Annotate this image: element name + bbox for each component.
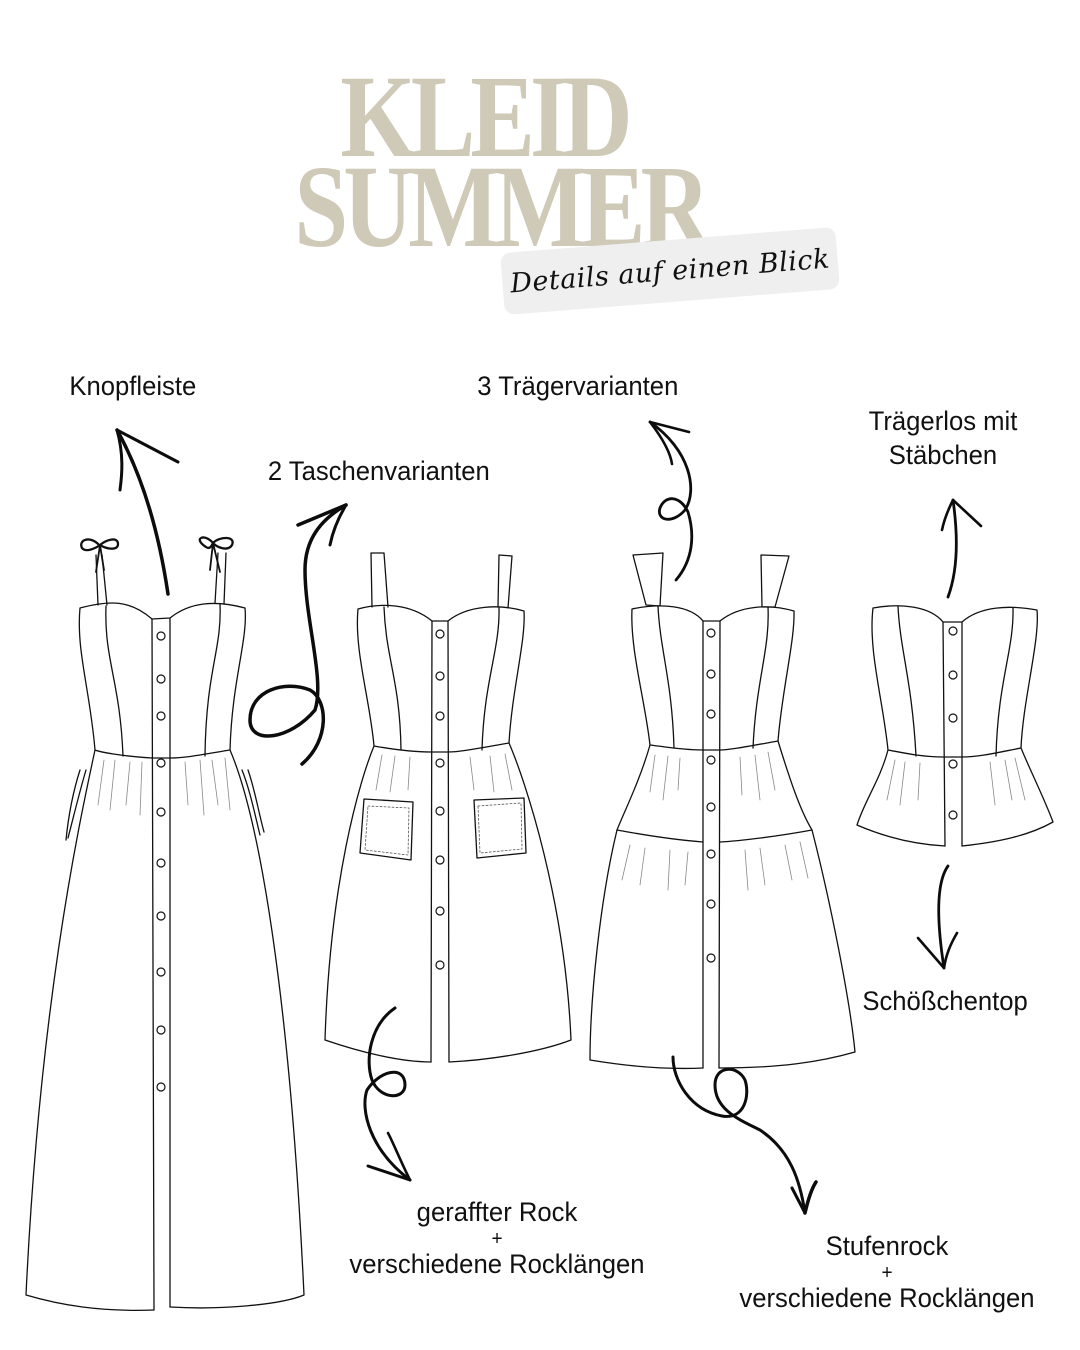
label-geraffter-plus: + bbox=[491, 1227, 503, 1250]
arrow-traegervarianten-icon bbox=[648, 420, 694, 582]
label-traegerlos-line1: Trägerlos mit bbox=[868, 406, 1018, 436]
arrow-stufenrock-icon bbox=[671, 1055, 818, 1215]
arrow-taschenvarianten-icon bbox=[248, 503, 348, 766]
peplum-top-illustration bbox=[856, 605, 1054, 847]
label-stufenrock-plus: + bbox=[881, 1261, 893, 1284]
label-stufenrock-line1: Stufenrock bbox=[825, 1231, 949, 1261]
label-traegerlos: Trägerlos mit Stäbchen bbox=[853, 405, 1034, 473]
label-geraffter-line2: verschiedene Rocklängen bbox=[349, 1248, 645, 1279]
label-traegerlos-line2: Stäbchen bbox=[888, 439, 998, 470]
pocket-dress-illustration bbox=[324, 552, 572, 1063]
label-schoesschentop: Schößchentop bbox=[862, 986, 1028, 1016]
label-knopfleiste: Knopfleiste bbox=[69, 371, 197, 401]
maxi-dress-illustration bbox=[25, 536, 305, 1311]
arrow-schoesschentop-icon bbox=[916, 864, 959, 970]
label-taschenvarianten: 2 Taschenvarianten bbox=[267, 456, 490, 486]
arrow-geraffter-rock-icon bbox=[363, 1006, 412, 1182]
label-geraffter-rock: geraffter Rock + verschiedene Rocklängen bbox=[325, 1196, 669, 1282]
label-stufenrock-line2: verschiedene Rocklängen bbox=[739, 1282, 1035, 1313]
label-geraffter-line1: geraffter Rock bbox=[416, 1197, 578, 1227]
tiered-dress-illustration bbox=[589, 552, 856, 1070]
label-stufenrock: Stufenrock + verschiedene Rocklängen bbox=[715, 1230, 1059, 1316]
title-kleid: KLEID bbox=[340, 51, 632, 182]
arrow-traegerlos-icon bbox=[940, 498, 983, 599]
arrow-knopfleiste-icon bbox=[115, 428, 180, 596]
label-traegervarianten: 3 Trägervarianten bbox=[477, 371, 679, 401]
